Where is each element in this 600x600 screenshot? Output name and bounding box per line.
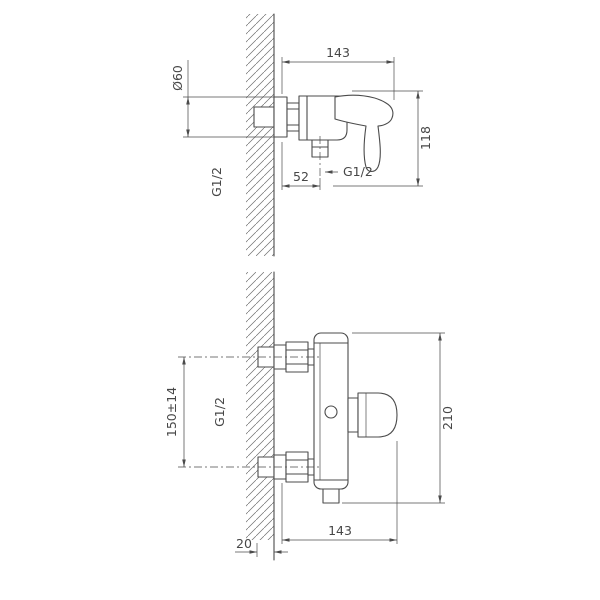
escutcheon-side — [273, 96, 288, 138]
dim-label-spacing: 150±14 — [164, 387, 179, 437]
mixer-front-silhouette — [313, 332, 398, 504]
mixer-side-silhouette — [273, 94, 394, 178]
dim-outlet-offset: 52 — [281, 142, 321, 190]
lever-handle-side — [334, 94, 394, 173]
handle-hub — [347, 397, 359, 433]
dim-label-height: 118 — [418, 126, 433, 150]
dim-front-height: 210 — [342, 332, 455, 504]
wall-hatch — [246, 272, 274, 540]
shower-outlet-bottom — [322, 488, 340, 504]
dim-label-height: 210 — [440, 406, 455, 430]
dim-side-height: 118 — [333, 90, 433, 187]
front-view: 150±14 G1/2 210 143 — [164, 271, 455, 561]
dim-label-depth: 143 — [328, 523, 352, 538]
dim-connection-spacing: 150±14 — [164, 357, 186, 467]
valve-body-front — [313, 332, 349, 490]
label-connection-thread: G1/2 — [212, 397, 227, 427]
dim-label-wall: 20 — [236, 536, 252, 551]
wall-hatch — [246, 14, 274, 256]
dim-side-depth: 143 — [281, 45, 395, 100]
wall-section-side — [246, 13, 275, 257]
wall-supply-pipe — [253, 106, 275, 128]
dim-label-offset: 52 — [293, 169, 309, 184]
dim-front-depth: 143 — [281, 441, 398, 544]
connection-nut-side — [286, 102, 300, 132]
wall-section-front — [246, 271, 275, 561]
outlet-thread-callout: G1/2 — [325, 164, 373, 179]
dim-wall-section: 20 — [235, 536, 288, 557]
label-outlet-thread: G1/2 — [343, 164, 373, 179]
dim-label-diameter: Ø60 — [170, 65, 185, 91]
body-screw-detail — [324, 405, 338, 419]
dim-escutcheon-diameter: Ø60 — [170, 60, 274, 138]
lever-handle-front — [357, 392, 398, 438]
label-wall-thread: G1/2 — [209, 167, 224, 197]
dim-label-depth: 143 — [326, 45, 350, 60]
side-view: 143 Ø60 118 G1/2 G1/2 — [170, 13, 433, 257]
